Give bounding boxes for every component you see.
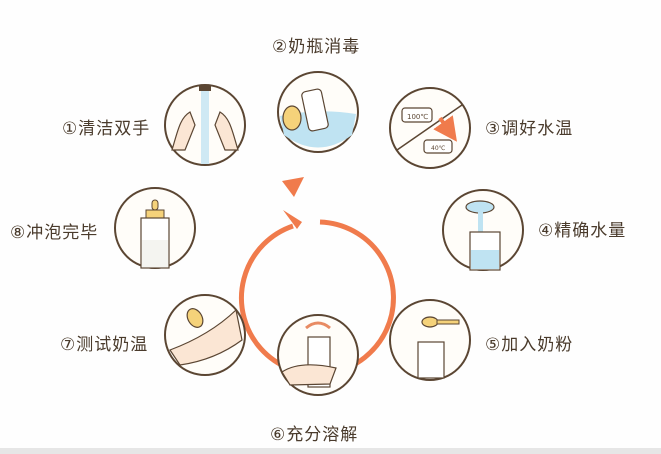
shake-bottle-icon: [277, 314, 359, 396]
step-7-label: ⑦测试奶温: [60, 335, 149, 355]
bottle-sterilize-icon: [277, 71, 359, 153]
bottom-divider: [0, 448, 661, 454]
step-3-label: ③调好水温: [485, 119, 574, 139]
test-temperature-icon: [164, 294, 246, 376]
step-4-label: ④精确水量: [538, 221, 627, 241]
step-5-label: ⑤加入奶粉: [485, 335, 574, 355]
add-formula-icon: [389, 299, 471, 381]
hot-temp-label: 100℃: [407, 113, 428, 121]
step-1-label: ①清洁双手: [62, 119, 151, 139]
step-8-label: ⑧冲泡完毕: [10, 223, 99, 243]
hands-washing-icon: [164, 84, 246, 166]
finished-bottle-icon: [114, 187, 196, 269]
pour-water-icon: [442, 189, 524, 271]
water-temperature-icon: 100℃ 40℃: [389, 87, 471, 169]
step-2-label: ②奶瓶消毒: [272, 37, 361, 57]
warm-temp-label: 40℃: [431, 145, 446, 152]
step-6-label: ⑥充分溶解: [270, 425, 359, 445]
